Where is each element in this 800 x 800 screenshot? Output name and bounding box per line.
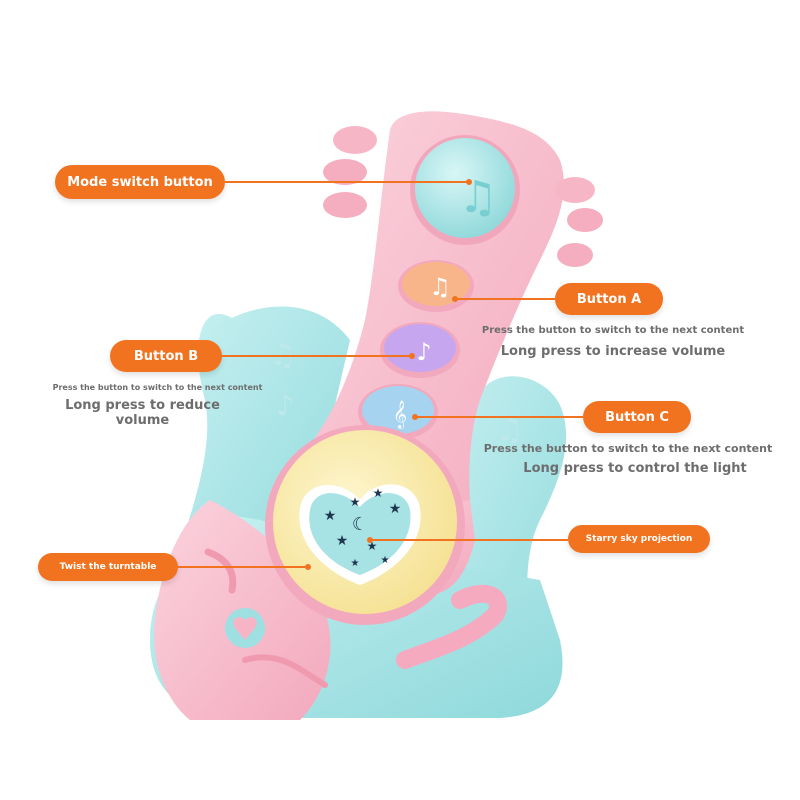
svg-text:★: ★ xyxy=(324,508,337,524)
button-a-label: Button A xyxy=(555,283,663,315)
button-b-label-text: Button B xyxy=(133,348,199,364)
button-c-label: Button C xyxy=(583,401,691,433)
button-c-leader-dot xyxy=(412,414,418,420)
starry-heart-projector: ★ ★ ★ ★ ★ ★ ★ ★ ☾ xyxy=(299,484,421,585)
svg-text:★: ★ xyxy=(373,486,384,500)
mode-switch-leader-dot xyxy=(466,179,472,185)
button-b-leader-dot xyxy=(409,353,415,359)
button-b-leader xyxy=(222,355,412,357)
svg-text:★: ★ xyxy=(350,495,361,509)
body-decorations xyxy=(204,548,507,688)
mode-switch-label: Mode switch button xyxy=(55,165,225,199)
starry-sky-leader-dot xyxy=(367,537,373,543)
mode-switch-leader xyxy=(225,181,470,183)
svg-text:☾: ☾ xyxy=(352,514,368,535)
button-b-line3: volume xyxy=(115,413,170,428)
button-b-shape: ♪ xyxy=(380,322,460,378)
button-a-shape: ♫ xyxy=(398,260,474,312)
svg-text:★: ★ xyxy=(336,533,349,549)
svg-text:★: ★ xyxy=(351,558,360,569)
button-b-line1: Press the button to switch to the next c… xyxy=(52,383,263,392)
tuning-pegs xyxy=(323,126,603,267)
mode-switch-button: ♫ xyxy=(410,135,520,245)
turntable-leader-dot xyxy=(305,564,311,570)
svg-text:★: ★ xyxy=(381,555,390,566)
starry-sky-leader xyxy=(370,539,568,541)
svg-text:𝄞: 𝄞 xyxy=(393,400,407,429)
svg-text:♫: ♫ xyxy=(429,273,451,301)
button-a-leader-dot xyxy=(452,296,458,302)
button-b-line2: Long press to reduce xyxy=(65,398,220,413)
button-a-line1: Press the button to switch to the next c… xyxy=(481,325,745,336)
button-b-label: Button B xyxy=(110,340,222,372)
svg-text:★: ★ xyxy=(389,501,402,517)
button-c-leader xyxy=(415,416,583,418)
turntable-leader xyxy=(178,566,308,568)
button-c-line2: Long press to control the light xyxy=(523,461,747,476)
svg-text:♫: ♫ xyxy=(497,413,524,448)
svg-text:♫: ♫ xyxy=(458,172,497,223)
mode-switch-label-text: Mode switch button xyxy=(67,174,213,190)
turntable-label: Twist the turntable xyxy=(38,553,178,581)
button-a-line2: Long press to increase volume xyxy=(500,344,726,359)
starry-sky-label-text: Starry sky projection xyxy=(585,534,693,544)
turntable-label-text: Twist the turntable xyxy=(59,562,157,572)
heart-turntable-knob xyxy=(225,608,265,648)
button-a-leader xyxy=(455,298,555,300)
button-c-line1: Press the button to switch to the next c… xyxy=(483,442,773,455)
button-c-label-text: Button C xyxy=(605,409,669,425)
svg-text:♪: ♪ xyxy=(416,338,431,366)
button-a-label-text: Button A xyxy=(576,291,642,307)
svg-text:♪: ♪ xyxy=(276,389,294,422)
svg-text:★: ★ xyxy=(367,539,378,553)
starry-sky-label: Starry sky projection xyxy=(568,525,710,553)
